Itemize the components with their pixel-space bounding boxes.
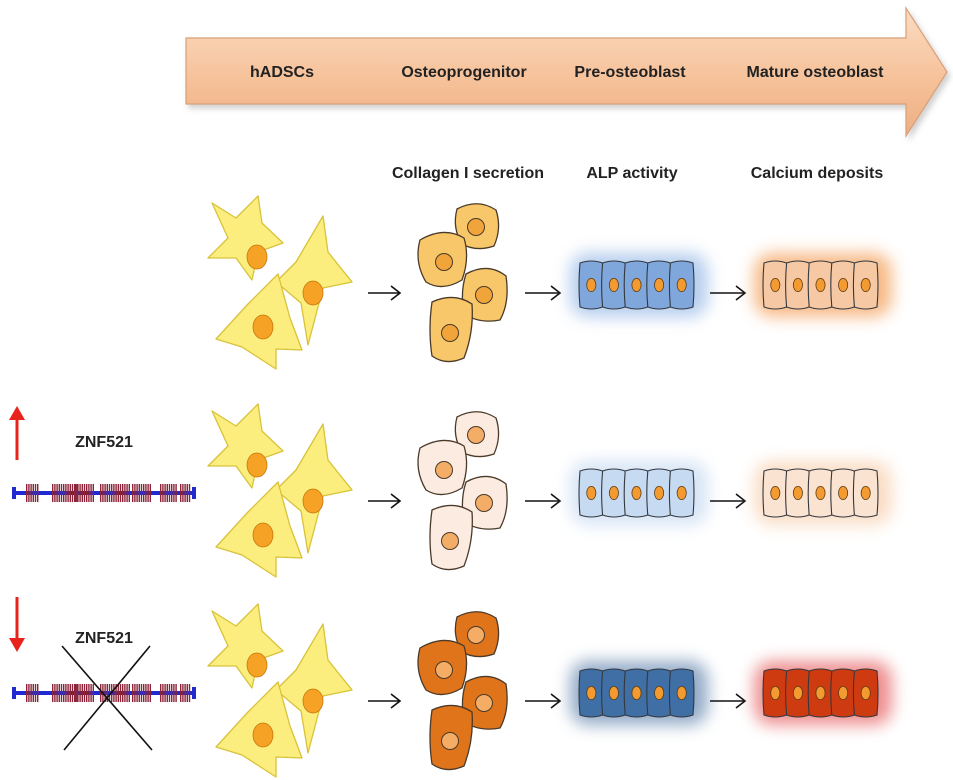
hadsc-cell bbox=[275, 215, 353, 346]
stage-label-osteoprogenitor: Osteoprogenitor bbox=[401, 64, 526, 81]
sheet-cell bbox=[578, 260, 605, 310]
sheet-cell bbox=[785, 468, 811, 518]
hadsc-cells bbox=[207, 403, 353, 578]
stage-label-mature-osteoblast: Mature osteoblast bbox=[747, 64, 885, 81]
gene-bar bbox=[12, 484, 196, 502]
sheet-cell bbox=[830, 260, 856, 310]
arrow-to-osteoprogenitor bbox=[368, 693, 402, 709]
osteoprogenitor-cell bbox=[417, 231, 468, 288]
osteoprogenitor-cell bbox=[461, 475, 508, 530]
arrow-to-mature-osteoblast bbox=[710, 285, 747, 301]
osteoprogenitor-cell bbox=[417, 639, 468, 696]
osteoprogenitor-cells bbox=[417, 611, 508, 771]
hadsc-cell bbox=[207, 195, 284, 281]
sheet-cell bbox=[852, 260, 879, 310]
osteoprogenitor-cell bbox=[429, 704, 473, 771]
sheet-cell bbox=[830, 668, 856, 718]
sheet-cell bbox=[623, 468, 650, 518]
stage-label-pre-osteoblast: Pre-osteoblast bbox=[574, 64, 686, 81]
sheet-cell bbox=[668, 260, 695, 310]
hadsc-cell bbox=[215, 273, 303, 370]
hadsc-cell bbox=[207, 603, 284, 689]
sheet-cell bbox=[623, 260, 650, 310]
upregulation-arrow-icon bbox=[9, 406, 25, 460]
sheet-cell bbox=[601, 668, 627, 718]
hadsc-cell bbox=[275, 623, 353, 754]
arrow-to-pre-osteoblast bbox=[525, 285, 562, 301]
sheet-cell bbox=[830, 468, 856, 518]
sheet-cell bbox=[807, 468, 834, 518]
mature-osteoblast-sheet bbox=[754, 661, 892, 725]
mature-osteoblast-sheet bbox=[754, 461, 892, 525]
arrow-to-pre-osteoblast bbox=[525, 493, 562, 509]
row-overexpression: ZNF521 bbox=[9, 403, 892, 578]
osteoprogenitor-cell bbox=[417, 439, 468, 496]
sheet-cell bbox=[668, 668, 695, 718]
sheet-cell bbox=[578, 468, 605, 518]
sheet-cell bbox=[646, 260, 672, 310]
timeline-arrow-shape bbox=[185, 5, 948, 139]
row-control bbox=[207, 195, 892, 370]
sheet-cell bbox=[762, 468, 789, 518]
sheet-cell bbox=[785, 668, 811, 718]
arrow-to-osteoprogenitor bbox=[368, 493, 402, 509]
sheet-cell bbox=[646, 668, 672, 718]
sheet-cell bbox=[852, 668, 879, 718]
gene-label: ZNF521 bbox=[75, 630, 133, 647]
arrow-to-mature-osteoblast bbox=[710, 493, 747, 509]
hadsc-cell bbox=[215, 681, 303, 778]
sheet-cell bbox=[785, 260, 811, 310]
sheet-cell bbox=[762, 668, 789, 718]
hadsc-cells bbox=[207, 603, 353, 778]
osteoprogenitor-cells bbox=[417, 411, 508, 571]
sheet-cell bbox=[807, 668, 834, 718]
hadsc-cells bbox=[207, 195, 353, 370]
osteoprogenitor-cell bbox=[429, 504, 473, 571]
gene-bar bbox=[12, 684, 196, 702]
sheet-cell bbox=[601, 468, 627, 518]
knockout-cross-icon bbox=[61, 645, 153, 751]
pre-osteoblast-sheet bbox=[570, 461, 708, 525]
osteoprogenitor-cell bbox=[454, 203, 500, 250]
hadsc-cell bbox=[275, 423, 353, 554]
sheet-cell bbox=[578, 668, 605, 718]
stage-label-hadscs: hADSCs bbox=[250, 64, 314, 81]
marker-label-alp: ALP activity bbox=[586, 165, 677, 182]
osteoprogenitor-cell bbox=[429, 296, 473, 363]
downregulation-arrow-icon bbox=[9, 597, 25, 652]
arrow-to-osteoprogenitor bbox=[368, 285, 402, 301]
sheet-cell bbox=[623, 668, 650, 718]
pre-osteoblast-sheet bbox=[570, 253, 708, 317]
sheet-cell bbox=[646, 468, 672, 518]
sheet-cell bbox=[762, 260, 789, 310]
sheet-cell bbox=[852, 468, 879, 518]
osteoprogenitor-cell bbox=[454, 411, 500, 458]
row-knockdown: ZNF521 bbox=[9, 597, 892, 778]
gene-label: ZNF521 bbox=[75, 434, 133, 451]
pre-osteoblast-sheet bbox=[570, 661, 708, 725]
marker-label-calcium: Calcium deposits bbox=[751, 165, 884, 182]
sheet-cell bbox=[668, 468, 695, 518]
arrow-to-pre-osteoblast bbox=[525, 693, 562, 709]
osteoprogenitor-cell bbox=[461, 675, 508, 730]
arrow-to-mature-osteoblast bbox=[710, 693, 747, 709]
hadsc-cell bbox=[207, 403, 284, 489]
marker-label-collagen: Collagen I secretion bbox=[392, 165, 544, 182]
timeline-arrow: hADSCs Osteoprogenitor Pre-osteoblast Ma… bbox=[185, 5, 948, 139]
sheet-cell bbox=[807, 260, 834, 310]
mature-osteoblast-sheet bbox=[754, 253, 892, 317]
hadsc-cell bbox=[215, 481, 303, 578]
sheet-cell bbox=[601, 260, 627, 310]
osteoprogenitor-cells bbox=[417, 203, 508, 363]
